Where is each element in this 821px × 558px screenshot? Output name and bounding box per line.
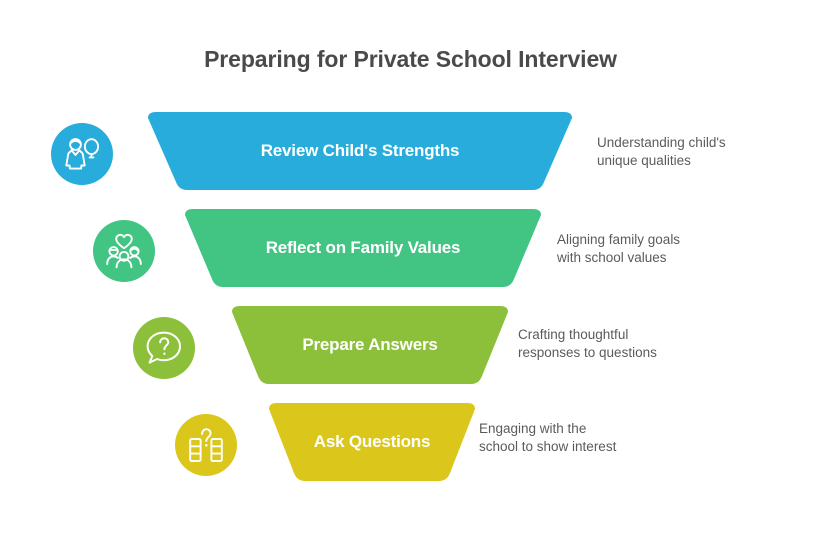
step-3-icon-badge xyxy=(133,317,195,379)
funnel-step-3: Prepare Answers Crafting thoughtful resp… xyxy=(0,306,821,404)
funnel-step-4: Ask Questions Engaging with the school t… xyxy=(0,403,821,501)
page-title: Preparing for Private School Interview xyxy=(204,46,617,72)
step-1-bar[interactable] xyxy=(140,112,580,190)
funnel-step-1: Review Child's Strengths Understanding c… xyxy=(0,112,821,210)
step-4-description: Engaging with the school to show interes… xyxy=(479,421,617,454)
step-1-icon-badge xyxy=(51,123,113,185)
funnel-step-2: Reflect on Family Values Aligning family… xyxy=(0,209,821,307)
step-2-bar[interactable] xyxy=(178,209,548,287)
child-balloon-icon xyxy=(62,134,102,174)
step-3-description: Crafting thoughtful responses to questio… xyxy=(518,327,657,360)
step-2-icon-badge xyxy=(93,220,155,282)
step-1-description: Understanding child's unique qualities xyxy=(597,135,726,168)
survey-question-icon xyxy=(186,425,226,465)
step-3-bar[interactable] xyxy=(225,306,515,384)
family-heart-icon xyxy=(104,231,144,271)
step-2-description: Aligning family goals with school values xyxy=(557,232,681,265)
step-4-bar[interactable] xyxy=(262,403,482,481)
speech-bubble-question-icon xyxy=(144,328,184,368)
step-4-icon-badge xyxy=(175,414,237,476)
